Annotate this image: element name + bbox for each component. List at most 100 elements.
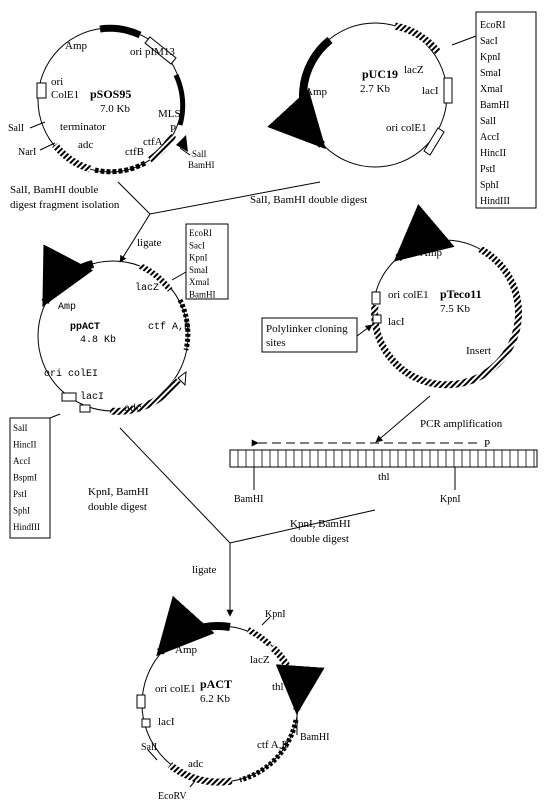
psos95-ori-label: ori — [51, 76, 63, 88]
step-digest-left-1: SalI, BamHI double — [10, 184, 98, 196]
step-kpn-left-1: KpnI, BamHI — [88, 486, 149, 498]
adc-gene-arc — [52, 142, 92, 173]
polylinker-label-1: Polylinker cloning — [266, 323, 348, 335]
site-label: HindIII — [13, 522, 40, 532]
plasmid-pteco11: Amp ori colE1 lacI pTeco11 7.5 Kb Insert… — [261, 204, 523, 389]
laci-box — [141, 718, 151, 728]
psos95-ctfa-label: ctfA — [143, 136, 163, 148]
plasmid-psos95: Amp ori pIM13 MLS ori ColE1 pSOS95 7.0 K… — [8, 24, 215, 175]
site-label: AccI — [13, 456, 31, 466]
ppact-laci-label: lacI — [80, 391, 104, 403]
site-label: AccI — [480, 132, 499, 143]
step-digest-right: SalI, BamHI double digest — [250, 194, 367, 206]
psos95-terminator-label: terminator — [60, 121, 106, 133]
lacz-gene-arc — [138, 263, 173, 292]
psos95-ctfb-label: ctfB — [125, 146, 144, 158]
site-label: EcoRI — [480, 20, 506, 31]
adc-gene-arc — [167, 762, 233, 786]
site-label: KpnI — [480, 52, 501, 63]
site-label: KpnI — [189, 253, 208, 263]
pact-laci-label: lacI — [158, 716, 175, 728]
lacz-gene-arc — [394, 22, 441, 55]
digest-arrow — [119, 213, 151, 263]
plasmid-pact: Amp lacZ KpnI thl ori colE1 pACT 6.2 Kb … — [136, 595, 329, 802]
psos95-ori-pim13-label: ori pIM13 — [130, 46, 175, 58]
pteco11-ori-label: ori colE1 — [388, 289, 429, 301]
psos95-size: 7.0 Kb — [100, 103, 130, 115]
step-kpn-right-2: double digest — [290, 533, 349, 545]
site-label: BamHI — [189, 290, 216, 300]
ppact-lacz-label: lacZ — [135, 282, 159, 294]
site-label: SalI — [13, 423, 28, 433]
puc19-name: pUC19 — [362, 67, 398, 81]
site-label: SacI — [480, 36, 498, 47]
ppact-bottom-site-list — [9, 417, 51, 539]
ori-box — [136, 694, 146, 709]
site-label: BspmI — [13, 473, 37, 483]
step-ligate-2: ligate — [192, 564, 217, 576]
fragment-thl-label: thl — [378, 471, 390, 483]
psos95-bamhi-label: BamHI — [188, 160, 215, 170]
pcr-arrow — [375, 395, 431, 443]
pact-ctf-label: ctf A,B — [257, 739, 289, 751]
psos95-mls-label: MLS — [158, 108, 181, 120]
pteco11-size: 7.5 Kb — [440, 303, 470, 315]
puc19-amp-label: Amp — [305, 86, 328, 98]
step-pcr: PCR amplification — [420, 418, 503, 430]
psos95-p-label: P — [170, 123, 176, 135]
fragment-kpni-label: KpnI — [440, 494, 461, 505]
ori-box — [423, 127, 445, 156]
step-digest-left-2: digest fragment isolation — [10, 199, 120, 211]
step-kpn-left-2: double digest — [88, 501, 147, 513]
pact-bamhi-label: BamHI — [300, 732, 329, 743]
ppact-top-site-list — [185, 223, 229, 300]
site-label: SacI — [189, 240, 205, 250]
ppact-ori-label: ori colEI — [44, 368, 98, 380]
plasmid-puc19: pUC19 2.7 Kb lacZ Amp lacI ori colE1 Eco… — [267, 11, 537, 209]
psos95-sali2-label: SalI — [192, 149, 207, 159]
ppact-name: ppACT — [70, 322, 100, 333]
puc19-site-labels: EcoRISacIKpnISmaIXmaIBamHISalIAccIHincII… — [480, 20, 510, 207]
ppact-size: 4.8 Kb — [80, 334, 116, 346]
ori-pim13-box — [144, 36, 177, 65]
psos95-sali-label: SalI — [8, 123, 24, 134]
puc19-ori-label: ori colE1 — [386, 122, 427, 134]
pact-ori-label: ori colE1 — [155, 683, 196, 695]
primer-p-label: P — [484, 438, 490, 450]
site-label: XmaI — [480, 84, 503, 95]
site-label: HincII — [13, 440, 37, 450]
pteco11-amp-label: Amp — [420, 247, 443, 259]
puc19-size: 2.7 Kb — [360, 83, 390, 95]
pact-size: 6.2 Kb — [200, 693, 230, 705]
mls-gene-arc — [173, 73, 186, 126]
ppact-amp-label: Amp — [58, 302, 76, 313]
psos95-nari-label: NarI — [18, 147, 36, 158]
site-label: BamHI — [480, 100, 509, 111]
polylinker-label-2: sites — [266, 337, 286, 349]
pcr-fragment: P thl BamHI KpnI — [229, 438, 538, 505]
puc19-lacz-label: lacZ — [404, 64, 424, 76]
amp-gene-arc — [393, 204, 455, 262]
ctfb-gene-arc — [94, 160, 147, 175]
amp-gene-arc — [99, 24, 142, 39]
thl-gene-arc — [269, 644, 325, 715]
psos95-name: pSOS95 — [90, 87, 131, 101]
promoter-marker — [176, 135, 188, 152]
pact-thl-label: thl — [272, 681, 284, 693]
ctf-gene-arc — [177, 298, 191, 351]
pteco11-laci-label: lacI — [388, 316, 405, 328]
site-label: HindIII — [480, 196, 510, 207]
insert-arc — [371, 245, 523, 389]
ctf-gene-arc — [239, 719, 299, 783]
pact-ecorv-label: EcoRV — [158, 791, 187, 802]
site-label: SphI — [13, 506, 30, 516]
promoter-marker — [177, 370, 187, 387]
pteco11-insert-label: Insert — [466, 345, 491, 357]
pact-name: pACT — [200, 677, 232, 691]
laci-box — [443, 77, 453, 104]
site-label: EcoRI — [189, 228, 212, 238]
psos95-adc-label: adc — [78, 139, 93, 151]
lacz-gene-arc — [246, 627, 273, 648]
ori-box — [61, 392, 77, 402]
